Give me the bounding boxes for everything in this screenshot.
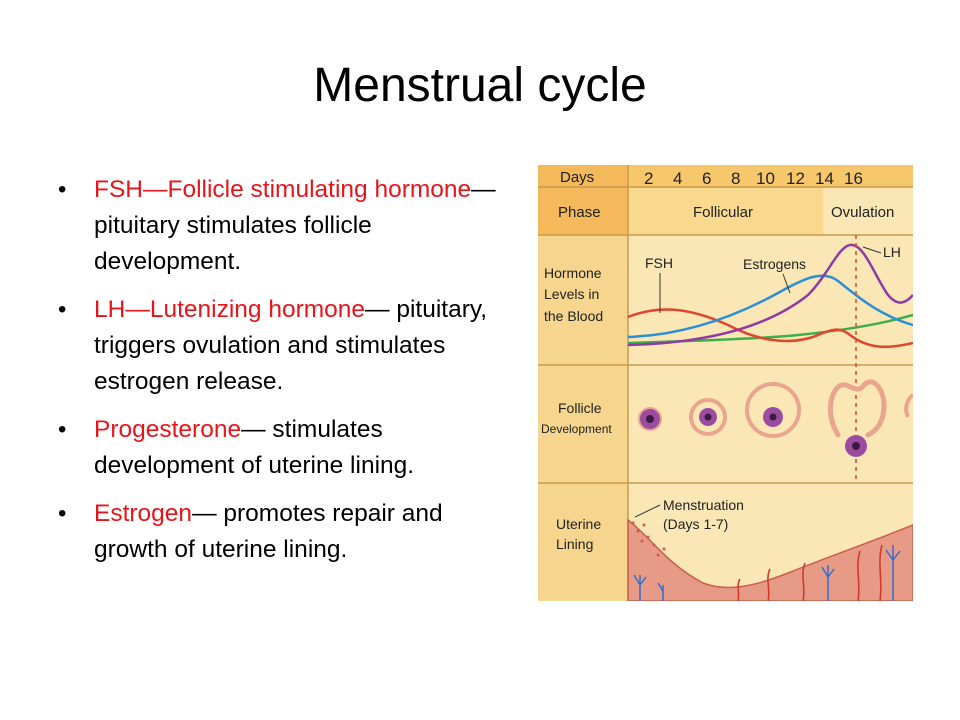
- menstruation-days: (Days 1-7): [663, 516, 728, 532]
- menstruation-label: Menstruation: [663, 497, 744, 513]
- phase-ovulation: Ovulation: [831, 204, 894, 221]
- follicular-band: [628, 187, 823, 235]
- bullet-progesterone: Progesterone— stimulates development of …: [58, 412, 518, 484]
- bullet-term: Progesterone: [94, 416, 242, 443]
- day-tick: 2: [644, 169, 653, 188]
- lh-label: LH: [883, 244, 901, 260]
- fsh-curve: [627, 308, 913, 348]
- phase-follicular: Follicular: [693, 204, 753, 221]
- uterine-label-line2: Lining: [556, 536, 593, 552]
- ovulation-band: [823, 187, 913, 235]
- follicle-stage-2: [689, 398, 727, 436]
- day-tick: 4: [673, 169, 682, 188]
- slide-title: Menstrual cycle: [313, 59, 647, 112]
- blood-vessels-red: [737, 544, 883, 601]
- day-tick: 8: [731, 169, 740, 188]
- bullet-text: — promotes repair and growth of uterine …: [94, 500, 443, 563]
- bullet-term: Estrogen: [94, 500, 193, 527]
- menstrual-cycle-figure: Days 2 4 6 8 10 12 14 16 Phase Follicula…: [538, 165, 913, 601]
- follicle-label: Follicle: [558, 400, 602, 416]
- bullet-term: LH—Lutenizing hormone: [94, 296, 366, 323]
- uterine-lining: [627, 518, 913, 601]
- bullet-text: — pituitary, triggers ovulation and stim…: [94, 296, 488, 395]
- bullet-fsh: FSH—Follicle stimulating hormone—pituita…: [58, 172, 518, 280]
- lh-leader: [862, 246, 882, 254]
- day-tick: 16: [844, 169, 863, 188]
- uterine-label-line1: Uterine: [556, 516, 601, 532]
- day-tick: 6: [702, 169, 711, 188]
- menstruation-leader: [634, 504, 661, 518]
- bullet-text: — stimulates development of uterine lini…: [94, 416, 415, 479]
- fsh-label: FSH: [645, 255, 673, 271]
- label-column: [538, 165, 628, 601]
- development-label: Development: [541, 422, 612, 436]
- bullet-estrogen: Estrogen— promotes repair and growth of …: [58, 496, 518, 568]
- hormone-label-line2: Levels in: [544, 286, 599, 302]
- shedding-particles: [631, 521, 666, 557]
- bullet-text: —pituitary stimulates follicle developme…: [94, 176, 496, 275]
- hormone-label-line3: the Blood: [544, 308, 603, 324]
- label-header: [538, 165, 628, 235]
- day-tick: 12: [786, 169, 805, 188]
- day-tick: 10: [756, 169, 775, 188]
- bullet-lh: LH—Lutenizing hormone— pituitary, trigge…: [58, 292, 518, 400]
- day-tick: 14: [815, 169, 834, 188]
- days-label: Days: [560, 169, 594, 186]
- bullet-term: FSH—Follicle stimulating hormone: [94, 176, 472, 203]
- lh-curve: [627, 243, 913, 347]
- follicle-ruptured: [828, 379, 887, 457]
- estrogens-leader: [782, 273, 791, 294]
- follicle-stage-3: [745, 382, 801, 438]
- phase-label: Phase: [558, 204, 601, 221]
- estrogen-curve: [627, 274, 913, 339]
- corpus-luteum-partial: [904, 393, 913, 418]
- follicle-stage-1: [638, 407, 662, 431]
- hormone-label-line1: Hormone: [544, 265, 602, 281]
- bullet-list: FSH—Follicle stimulating hormone—pituita…: [58, 172, 518, 580]
- blood-vessels-blue: [633, 545, 901, 601]
- estrogens-label: Estrogens: [743, 256, 806, 272]
